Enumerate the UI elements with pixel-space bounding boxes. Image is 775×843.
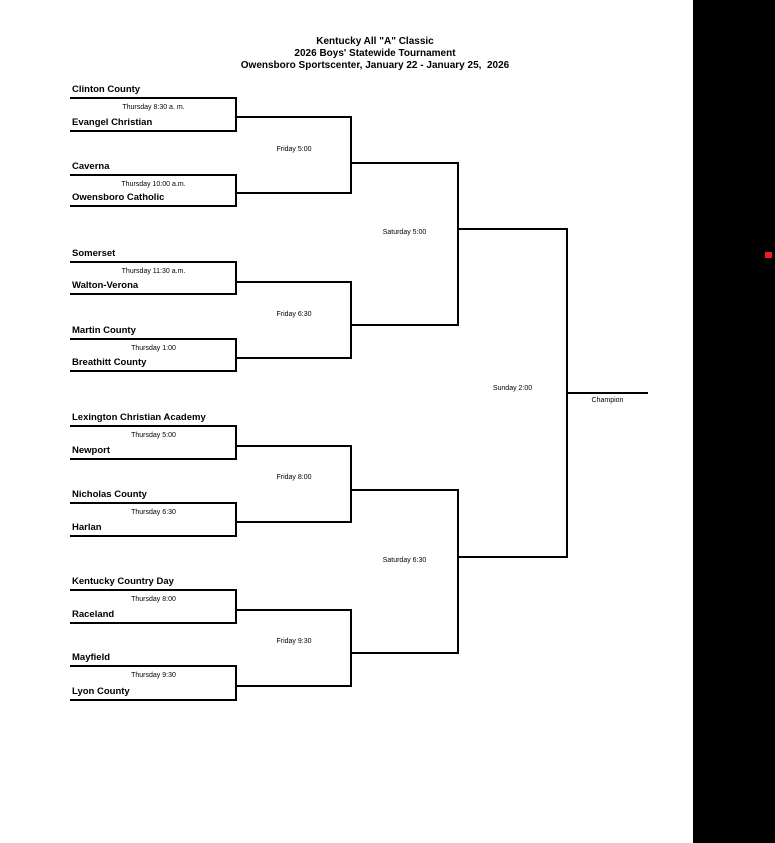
team-caverna: Caverna	[70, 161, 237, 176]
team-mayfield: Mayfield	[70, 652, 237, 667]
bracket-line	[235, 502, 237, 536]
round1-match6-time: Thursday 6:30	[131, 509, 176, 516]
champion-label: Champion	[591, 397, 624, 404]
bracket-line	[351, 489, 458, 491]
tournament-venue-dates: Owensboro Sportscenter, January 22 - Jan…	[240, 60, 510, 71]
bracket-line	[350, 609, 352, 687]
team-walton-verona: Walton-Verona	[70, 280, 237, 295]
bracket-line	[350, 281, 352, 359]
round1-match7-time: Thursday 8:00	[131, 596, 176, 603]
round1-match4-time: Thursday 1:00	[131, 345, 176, 352]
quarterfinal-3-time: Friday 8:00	[276, 474, 312, 481]
team-breathitt-county: Breathitt County	[70, 357, 237, 372]
team-owensboro-catholic: Owensboro Catholic	[70, 192, 237, 207]
tournament-header: Kentucky All "A" Classic 2026 Boys' Stat…	[0, 36, 750, 72]
tournament-subtitle: 2026 Boys' Statewide Tournament	[294, 48, 456, 59]
round1-match8-time: Thursday 9:30	[131, 672, 176, 679]
bracket-line	[235, 338, 237, 372]
bracket-line	[236, 281, 351, 283]
bracket-line	[351, 652, 458, 654]
round1-match1-time: Thursday 8:30 a. m.	[122, 104, 185, 111]
semifinal-2-time: Saturday 6:30	[382, 557, 427, 564]
bracket-line	[236, 357, 351, 359]
team-raceland: Raceland	[70, 609, 237, 624]
team-martin-county: Martin County	[70, 325, 237, 340]
bracket-line	[350, 116, 352, 194]
bracket-line	[236, 685, 351, 687]
quarterfinal-2-time: Friday 6:30	[276, 311, 312, 318]
bracket-line	[457, 489, 459, 654]
right-black-panel	[693, 0, 775, 843]
bracket-line	[350, 445, 352, 523]
bracket-line	[458, 556, 567, 558]
bracket-line	[457, 162, 459, 326]
team-harlan: Harlan	[70, 522, 237, 537]
bracket-line	[235, 261, 237, 295]
team-somerset: Somerset	[70, 248, 237, 263]
team-newport: Newport	[70, 445, 237, 460]
team-lexington-christian-academy: Lexington Christian Academy	[70, 412, 237, 427]
bracket-line	[236, 192, 351, 194]
team-clinton-county: Clinton County	[70, 84, 237, 99]
bracket-line	[235, 425, 237, 460]
team-evangel-christian: Evangel Christian	[70, 117, 237, 132]
round1-match2-time: Thursday 10:00 a.m.	[121, 181, 186, 188]
final-time: Sunday 2:00	[492, 385, 533, 392]
bracket-line	[235, 665, 237, 701]
bracket-line	[236, 445, 351, 447]
round1-match5-time: Thursday 5:00	[131, 432, 176, 439]
semifinal-1-time: Saturday 5:00	[382, 229, 427, 236]
team-kentucky-country-day: Kentucky Country Day	[70, 576, 237, 591]
bracket-line	[236, 609, 351, 611]
bracket-line	[351, 324, 458, 326]
team-nicholas-county: Nicholas County	[70, 489, 237, 504]
bracket-line	[236, 521, 351, 523]
bracket-line	[458, 228, 567, 230]
tournament-title: Kentucky All "A" Classic	[316, 36, 434, 47]
bracket-line	[236, 116, 351, 118]
team-lyon-county: Lyon County	[70, 686, 237, 701]
round1-match3-time: Thursday 11:30 a.m.	[121, 268, 186, 275]
quarterfinal-4-time: Friday 9:30	[276, 638, 312, 645]
champion-line	[567, 392, 648, 394]
bracket-line	[235, 589, 237, 624]
bracket-line	[351, 162, 458, 164]
red-marker	[765, 252, 772, 258]
bracket-line	[235, 97, 237, 132]
quarterfinal-1-time: Friday 5:00	[276, 146, 312, 153]
bracket-line	[235, 174, 237, 207]
